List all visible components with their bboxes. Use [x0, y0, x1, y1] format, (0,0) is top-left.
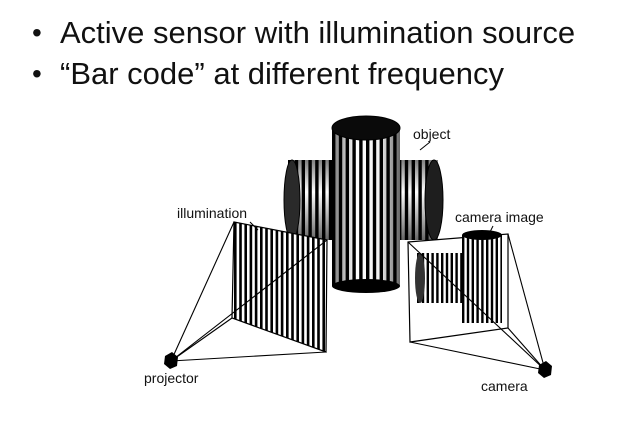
illumination-stripe — [291, 222, 294, 352]
illumination-stripe — [306, 222, 310, 352]
bullet-item: • “Bar code” at different frequency — [30, 53, 575, 94]
camera-image-label: camera image — [455, 209, 544, 225]
illumination-stripe — [249, 222, 253, 352]
illumination-stripe — [301, 222, 305, 352]
bullet-item: • Active sensor with illumination source — [30, 12, 575, 53]
camera-image-object — [415, 230, 502, 323]
camera-image-stripe — [462, 235, 465, 323]
illumination-label: illumination — [177, 205, 247, 221]
camera-label: camera — [481, 378, 528, 394]
bullet-text: “Bar code” at different frequency — [60, 56, 505, 91]
illumination-pattern-panel — [231, 220, 331, 360]
camera-image-stripe — [441, 253, 444, 303]
illumination-stripe — [270, 222, 273, 352]
illumination-stripe — [286, 222, 289, 352]
illumination-stripe — [244, 222, 247, 352]
illumination-stripe — [234, 222, 237, 352]
object-label: object — [413, 126, 450, 142]
camera-image-stripe — [471, 235, 474, 323]
camera-image-stripe — [426, 253, 429, 303]
camera-image-stripe — [431, 253, 434, 303]
object-vertical-cylinder — [331, 115, 401, 293]
camera-image-stripe — [490, 235, 494, 323]
projector-label: projector — [144, 370, 199, 386]
illumination-stripe — [275, 222, 279, 352]
illumination-stripe — [322, 222, 325, 352]
camera-image-stripe — [450, 253, 453, 303]
object-left-arm — [283, 159, 336, 241]
camera-image-stripe — [455, 253, 458, 303]
illumination-stripe — [239, 222, 242, 352]
bullet-text: Active sensor with illumination source — [60, 15, 576, 50]
bullet-marker: • — [32, 17, 42, 48]
object-right-arm — [398, 159, 444, 241]
camera-image-stripe — [466, 235, 470, 323]
camera-image-stripe — [476, 235, 479, 323]
camera-image-stripe — [436, 253, 439, 303]
illumination-stripe — [280, 222, 284, 352]
projector-device-icon — [164, 352, 178, 369]
label-leaders — [249, 141, 494, 237]
bullet-marker: • — [32, 58, 42, 89]
illumination-stripe — [317, 222, 320, 352]
camera-image-stripe — [500, 235, 502, 323]
object-cross — [283, 115, 444, 293]
illumination-stripe — [254, 222, 258, 352]
projector-rays — [170, 221, 328, 362]
object-leader — [419, 141, 431, 151]
illumination-stripe — [296, 222, 299, 352]
illumination-stripe — [328, 220, 331, 360]
camera-image-stripe — [495, 235, 498, 323]
camera-image-leader — [487, 225, 494, 237]
camera-image-panel — [407, 230, 509, 343]
camera-image-stripe — [460, 253, 463, 303]
illumination-leader — [249, 221, 259, 231]
camera-image-stripe — [486, 235, 489, 323]
illumination-stripe — [260, 222, 263, 352]
bullet-list: • Active sensor with illumination source… — [30, 12, 575, 94]
camera-image-stripe — [481, 235, 484, 323]
camera-device-icon — [538, 361, 552, 378]
illumination-stripe — [265, 222, 268, 352]
camera-rays — [407, 233, 546, 371]
illumination-stripe — [312, 222, 315, 352]
